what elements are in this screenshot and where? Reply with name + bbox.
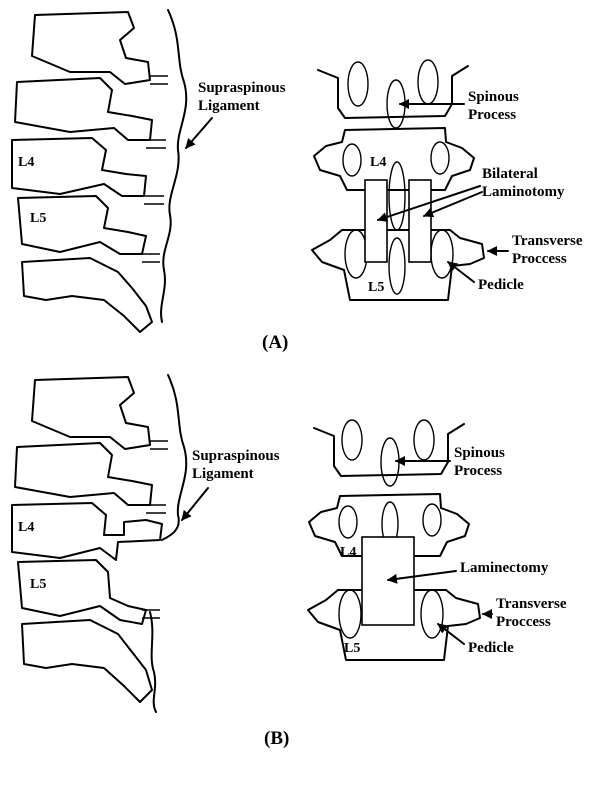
panel-a-vertebra-1 xyxy=(31,11,151,85)
panel-a-vertebra-l4 xyxy=(11,137,147,197)
panel-b-sacrum xyxy=(21,619,153,703)
panel-b-disc-lines xyxy=(142,440,168,619)
panel-a-sacrum xyxy=(21,257,153,333)
panel-b-vertebra-l5 xyxy=(17,559,147,625)
panel-a-ligament-label-1: Supraspinous xyxy=(198,80,286,96)
panel-b-posterior-l4-label: L4 xyxy=(340,545,356,560)
panel-b-vertebra-2 xyxy=(14,442,153,506)
panel-b-ligament-line-lower xyxy=(149,611,157,713)
panel-a-spinous-label-1: Spinous xyxy=(468,89,519,105)
panel-a-posterior-l5-label: L5 xyxy=(368,280,384,295)
panel-b-ligament-label-2: Ligament xyxy=(192,466,254,482)
panel-b-l5-right-pedicle xyxy=(420,589,444,639)
panel-a-l5-spinous xyxy=(388,237,406,295)
panel-b-posterior-view: L4 L5 Spinous Process Laminectomy Transv… xyxy=(307,419,567,661)
panel-a-vertebra-l5 xyxy=(17,195,147,255)
panel-b-spinous-label-1: Spinous xyxy=(454,445,505,461)
panel-b-transverse-label-2: Proccess xyxy=(496,614,551,630)
panel-a-pedicle-label: Pedicle xyxy=(478,277,524,293)
panel-b-procedure-arrow xyxy=(387,570,457,584)
panel-b-laminectomy-window xyxy=(361,536,415,626)
panel-a-l5-left-pedicle xyxy=(344,229,368,279)
panel-b-top-right-facet xyxy=(413,419,435,461)
panel-b-lateral-view: L4 L5 Supraspinous Ligament xyxy=(11,374,280,713)
panel-a-ligament-arrow xyxy=(185,117,213,149)
panel-a-posterior-top-vertebra xyxy=(317,65,469,119)
panel-b-pedicle-label: Pedicle xyxy=(468,640,514,656)
panel-b-side-l5-label: L5 xyxy=(30,577,46,592)
panel-b-caption: (B) xyxy=(264,728,289,749)
panel-b-posterior-l5-label: L5 xyxy=(344,641,360,656)
panel-b-procedure-label: Laminectomy xyxy=(460,560,549,576)
panel-a-posterior-l4-label: L4 xyxy=(370,155,386,170)
panel-a: L4 L5 Supraspinous Ligament L4 L5 Spinou… xyxy=(11,9,583,353)
panel-a-lateral-view: L4 L5 Supraspinous Ligament xyxy=(11,9,286,333)
panel-a-procedure-label-2: Laminotomy xyxy=(482,184,565,200)
panel-b-ligament-arrow xyxy=(181,487,209,521)
panel-a-posterior-l4 xyxy=(313,127,475,191)
panel-a-left-laminotomy-window xyxy=(364,179,388,263)
panel-b-spinous-label-2: Process xyxy=(454,463,502,479)
panel-b-side-l4-label: L4 xyxy=(18,520,34,535)
panel-a-l4-right-pedicle xyxy=(430,141,450,175)
panel-b-top-left-facet xyxy=(341,419,363,461)
panel-b-posterior-l4 xyxy=(308,493,470,557)
panel-a-vertebra-2 xyxy=(14,77,153,141)
panel-a-procedure-arrow-right xyxy=(423,191,483,218)
panel-a-transverse-label-1: Transverse xyxy=(512,233,583,249)
panel-a-posterior-view: L4 L5 Spinous Process Bilateral Laminoto… xyxy=(311,59,583,301)
panel-a-transverse-label-2: Proccess xyxy=(512,251,567,267)
panel-a-posterior-l5 xyxy=(311,229,485,301)
panel-a-caption: (A) xyxy=(262,332,288,353)
panel-a-top-left-facet xyxy=(347,61,369,107)
panel-a-procedure-arrow-left xyxy=(377,185,481,222)
panel-b-posterior-top-vertebra xyxy=(313,423,465,477)
panel-b-l4-right-pedicle xyxy=(422,503,442,537)
panel-a-side-l4-label: L4 xyxy=(18,155,34,170)
panel-a-spinous-label-2: Process xyxy=(468,107,516,123)
panel-a-side-l5-label: L5 xyxy=(30,211,46,226)
panel-a-pedicle-arrow xyxy=(447,261,475,283)
panel-b-vertebra-l4 xyxy=(11,502,163,561)
panel-a-l4-left-pedicle xyxy=(342,143,362,177)
panel-a-l4-spinous xyxy=(388,161,406,231)
panel-a-l5-right-pedicle xyxy=(430,229,454,279)
panel-b-l4-left-pedicle xyxy=(338,505,358,539)
panel-b-pedicle-arrow xyxy=(437,623,465,645)
panel-a-disc-lines xyxy=(142,75,168,263)
panel-a-right-laminotomy-window xyxy=(408,179,432,263)
panel-b-posterior-l5 xyxy=(307,589,481,661)
panel-b-ligament-line xyxy=(161,374,188,541)
panel-b: L4 L5 Supraspinous Ligament L4 L5 Spinou… xyxy=(11,374,567,749)
panel-b-vertebra-1 xyxy=(31,376,151,450)
panel-b-l5-left-pedicle xyxy=(338,589,362,639)
panel-a-ligament-line xyxy=(160,9,188,323)
panel-a-procedure-label-1: Bilateral xyxy=(482,166,538,182)
panel-b-ligament-label-1: Supraspinous xyxy=(192,448,280,464)
panel-b-transverse-label-1: Transverse xyxy=(496,596,567,612)
panel-a-ligament-label-2: Ligament xyxy=(198,98,260,114)
panel-a-top-right-facet xyxy=(417,59,439,105)
